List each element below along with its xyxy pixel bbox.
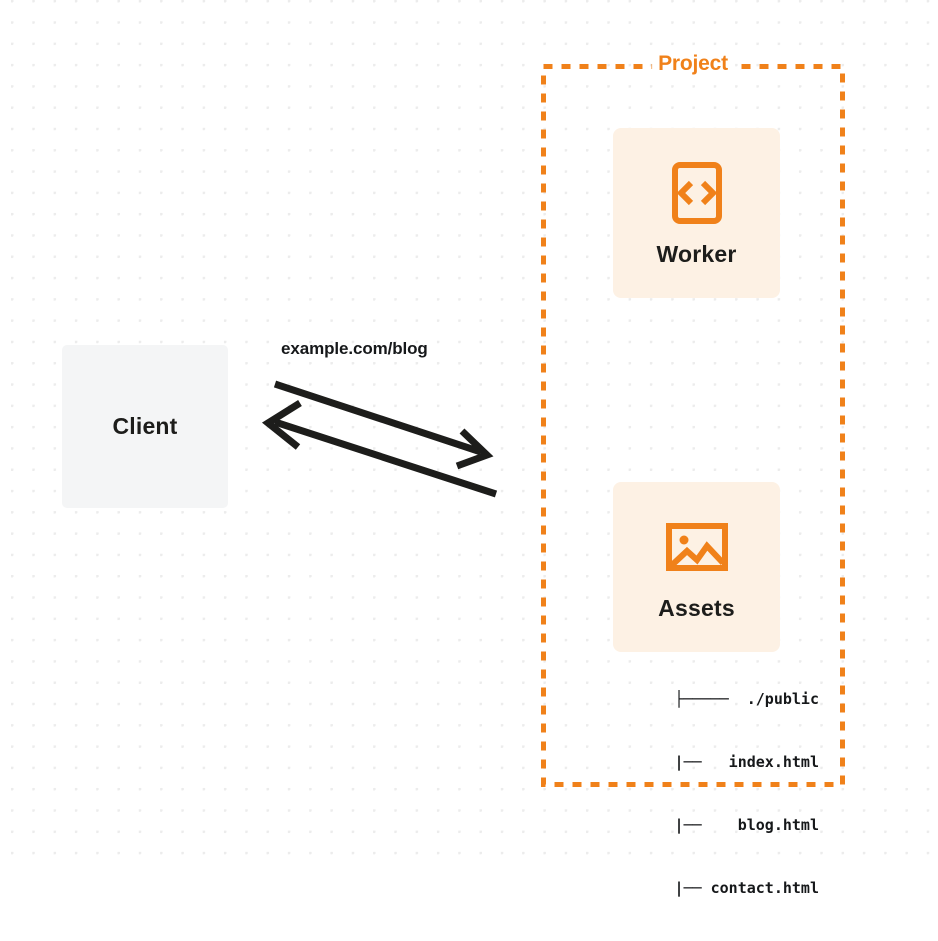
- image-icon: [665, 523, 728, 571]
- file-tree-row: |── blog.html: [656, 816, 819, 834]
- response-arrow: [261, 400, 498, 498]
- file-tree-row: |── index.html: [656, 753, 819, 771]
- file-tree-row: |── contact.html: [656, 879, 819, 897]
- worker-node-label: Worker: [656, 241, 737, 267]
- request-arrow: [273, 380, 494, 470]
- worker-node[interactable]: Worker: [613, 128, 780, 298]
- project-group: Project Worker Assets ├───── ./public |─…: [541, 50, 845, 897]
- connection-url-label: example.com/blog: [281, 339, 428, 358]
- assets-file-tree: ├───── ./public |── index.html |── blog.…: [569, 647, 819, 941]
- client-node-label: Client: [112, 413, 178, 439]
- code-brackets-icon: [671, 162, 722, 224]
- client-node[interactable]: Client: [62, 345, 228, 508]
- diagram-canvas: Client example.com/blog Project Wor: [0, 0, 938, 897]
- project-group-title: Project: [652, 50, 734, 78]
- assets-node-label: Assets: [658, 595, 735, 621]
- file-tree-row: ├───── ./public: [674, 690, 820, 708]
- assets-node[interactable]: Assets: [613, 482, 780, 652]
